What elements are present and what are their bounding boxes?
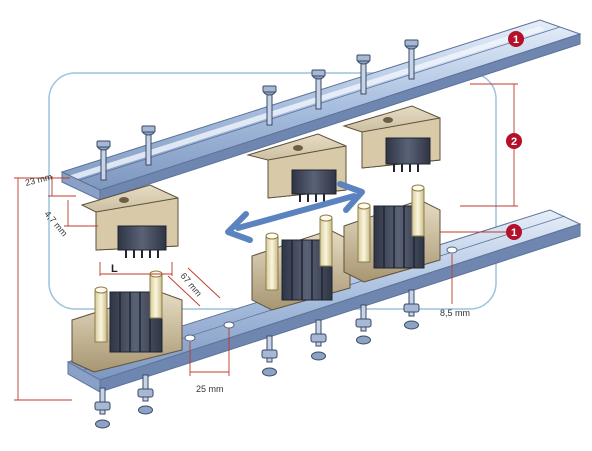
bottom-rail-bolts: [94, 289, 420, 429]
dimension-label-25mm: 25 mm: [196, 384, 224, 394]
dimension-label-67mm: 67 mm: [178, 271, 203, 299]
bottom-bracket-middle: [251, 214, 351, 311]
callout-badge-rail-bottom: 1: [506, 224, 522, 240]
dimension-label-8-5mm: 8,5 mm: [440, 308, 470, 318]
bottom-bracket-left: [71, 270, 183, 373]
top-bracket-left: [80, 184, 179, 258]
svg-text:2: 2: [511, 136, 517, 148]
bottom-bracket-right: [343, 184, 441, 283]
top-bracket-right: [342, 105, 441, 172]
dimension-label-L: L: [111, 263, 118, 275]
top-rail-bolts: [96, 39, 419, 181]
dimension-lines: [14, 83, 518, 401]
top-rail: [60, 19, 582, 201]
svg-text:1: 1: [511, 227, 517, 239]
top-bracket-middle: [246, 133, 347, 202]
double-arrow-icon: [225, 181, 365, 243]
svg-text:1: 1: [513, 34, 519, 46]
callout-badge-rail-top: 1: [508, 31, 524, 47]
callout-badge-spacing: 2: [506, 133, 522, 149]
dimension-label-4-7mm: 4,7 mm: [42, 209, 69, 238]
